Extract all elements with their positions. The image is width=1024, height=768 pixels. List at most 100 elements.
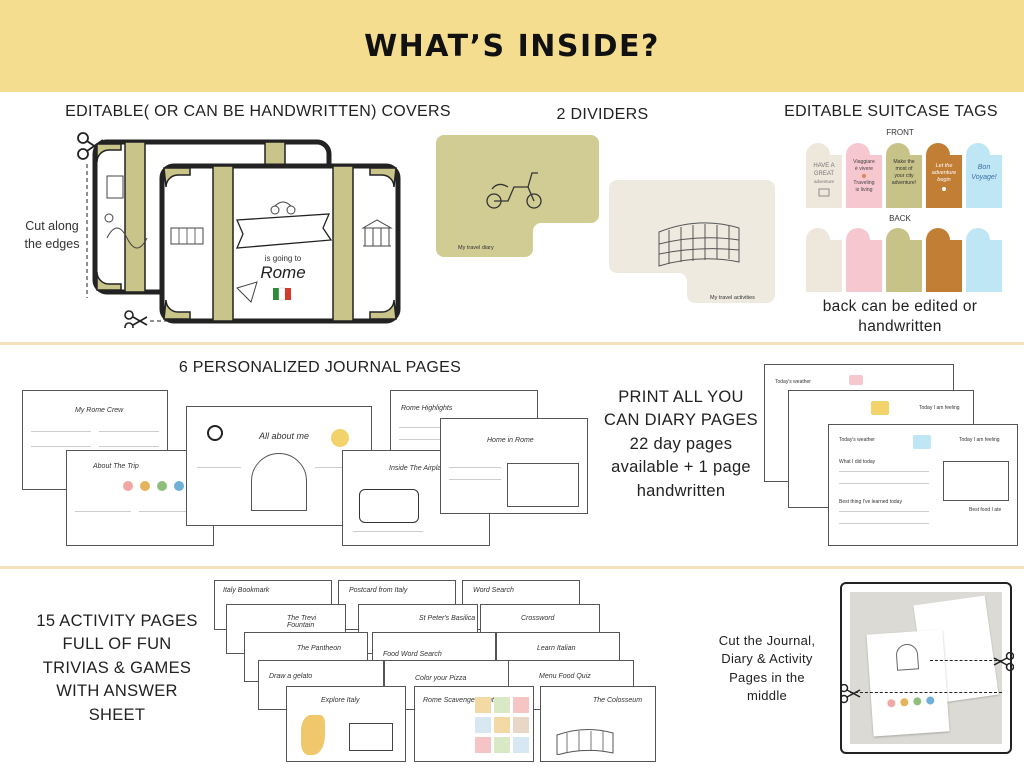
divider-diary-caption: My travel diary <box>458 245 494 251</box>
tag-back-5 <box>966 228 1002 292</box>
portrait-arch <box>251 453 307 511</box>
tag-front-2-line-1: Viaggiare <box>853 159 875 165</box>
journal-page-home: Home in Rome <box>440 418 588 514</box>
portrait-arch <box>895 643 920 671</box>
activities-line-5: SHEET <box>88 705 146 724</box>
colosseum-icon <box>658 222 740 267</box>
activity-page-title: Rome Scavenger Hunt <box>423 697 494 704</box>
dividers-title: 2 DIVIDERS <box>556 106 649 123</box>
activity-page-title: The Colosseum <box>593 697 643 704</box>
cover-city-text: Rome <box>260 263 305 282</box>
drawing-box <box>507 463 579 507</box>
tag-front-5-line-1: Bon <box>978 164 991 171</box>
diary-field: Today I am feeling <box>959 437 1000 443</box>
journal-page-title: My Rome Crew <box>75 407 124 414</box>
color-dots <box>887 696 935 708</box>
camera-icon <box>913 435 931 449</box>
divider-diary: My travel diary <box>436 135 599 257</box>
diary-field: Best thing I've learned today <box>839 499 902 505</box>
activity-page-title: Learn Italian <box>537 645 576 652</box>
cut-note: Cut along the edges <box>14 218 90 253</box>
activities-line-2: FULL OF FUN <box>62 635 172 654</box>
tag-front-3-line-1: Make the <box>893 159 914 165</box>
diary-line-5: handwritten <box>636 481 726 500</box>
diary-line-2: CAN DIARY PAGES <box>604 411 758 430</box>
diary-field: Today I am feeling <box>919 405 960 411</box>
cut-note-line-1: Cut along <box>25 219 79 233</box>
colosseum-icon <box>556 729 614 755</box>
activity-page-title: Menu Food Quiz <box>539 673 591 680</box>
activity-page-title: Color your Pizza <box>415 675 467 682</box>
journal-page-title: Home in Rome <box>487 437 534 444</box>
tag-front-1-line-2: GREAT <box>814 171 835 177</box>
scissors-icon <box>840 684 861 704</box>
tags-title: EDITABLE SUITCASE TAGS <box>784 103 998 120</box>
cut-journal-line-4: middle <box>746 688 788 704</box>
tag-front-2-line-2: è vivere <box>855 166 873 172</box>
divider-tab-shape <box>436 135 599 257</box>
tags-back-row <box>806 228 1002 292</box>
camera-icon <box>849 375 863 385</box>
activity-page-explore: Explore Italy <box>286 686 406 762</box>
diary-field: What I did today <box>839 459 876 465</box>
color-dots <box>123 481 184 491</box>
activity-page-title: The Trevi Fountain <box>287 615 317 629</box>
cut-photo <box>850 592 1002 744</box>
activities-line-3: TRIVIAS & GAMES <box>42 658 192 677</box>
diary-text: PRINT ALL YOU CAN DIARY PAGES 22 day pag… <box>596 386 766 503</box>
journal-page-title: About The Trip <box>93 463 139 470</box>
activities-text: 15 ACTIVITY PAGES FULL OF FUN TRIVIAS & … <box>28 610 206 727</box>
tag-back-2 <box>846 228 882 292</box>
cut-journal-text: Cut the Journal, Diary & Activity Pages … <box>700 632 834 706</box>
tag-front-5-line-2: Voyage! <box>971 174 996 181</box>
tag-front-1: HAVE A GREAT adventure <box>806 143 842 208</box>
tag-front-4-line-1: Let the <box>936 163 953 169</box>
sun-icon <box>331 429 349 447</box>
answer-box <box>349 723 393 751</box>
tag-front-3: Make the most of your city adventure! <box>886 143 922 208</box>
activity-page-title: Postcard from Italy <box>349 587 408 594</box>
diary-field: Best food I ate <box>969 507 1002 513</box>
photo-box <box>943 461 1009 501</box>
activity-page-title: Word Search <box>473 587 514 594</box>
tag-front-4-line-3: begin <box>937 177 950 183</box>
tag-back-4 <box>926 228 962 292</box>
tag-front-2-line-4: is living <box>855 187 872 193</box>
diary-field: Today's weather <box>839 437 875 443</box>
section-divider-1 <box>0 342 1024 345</box>
activity-page-title: St Peter's Basilica <box>419 615 476 622</box>
cut-journal-line-2: Diary & Activity <box>721 651 813 667</box>
scissors-icon <box>993 652 1014 672</box>
journal-title: 6 PERSONALIZED JOURNAL PAGES <box>178 359 462 376</box>
tag-front-3-line-2: most of <box>895 166 913 172</box>
tag-front-1-line-1: HAVE A <box>813 163 834 169</box>
tag-front-1-line-3: adventure <box>814 179 835 184</box>
tags-front-label: FRONT <box>886 128 914 137</box>
tag-back-3 <box>886 228 922 292</box>
photo-page-front <box>866 629 950 737</box>
cut-note-line-2: the edges <box>24 236 80 251</box>
activities-line-1: 15 ACTIVITY PAGES <box>36 612 198 630</box>
tag-front-2: Viaggiare è vivere Traveling is living <box>846 143 882 208</box>
diary-line-1: PRINT ALL YOU <box>618 388 744 406</box>
tag-front-4: Let the adventure begin <box>926 143 962 208</box>
cut-journal-line-3: Pages in the <box>729 669 805 685</box>
cut-line <box>930 660 1002 661</box>
divider-activities: My travel activities <box>609 180 775 303</box>
activity-page-title: Draw a gelato <box>269 673 313 680</box>
tag-front-3-line-4: adventure! <box>892 180 917 186</box>
journal-page-title: Inside The Airplane <box>389 465 450 472</box>
journal-page-title: Rome Highlights <box>401 405 453 412</box>
italy-map <box>301 715 325 755</box>
scooter-icon <box>486 172 542 209</box>
page-title: WHAT’S INSIDE? <box>364 28 660 64</box>
diary-page-3: Today's weather Today I am feeling What … <box>828 424 1018 546</box>
diary-line-4: available + 1 page <box>611 458 751 477</box>
divider-activities-caption: My travel activities <box>710 295 755 301</box>
activity-page-title: Food Word Search <box>383 651 442 658</box>
tag-back-1 <box>806 228 842 292</box>
header-banner: WHAT’S INSIDE? <box>0 0 1024 92</box>
covers-title: EDITABLE( OR CAN BE HANDWRITTEN) COVERS <box>65 103 451 120</box>
camera-icon <box>871 401 889 415</box>
tags-back-label: BACK <box>889 214 911 223</box>
